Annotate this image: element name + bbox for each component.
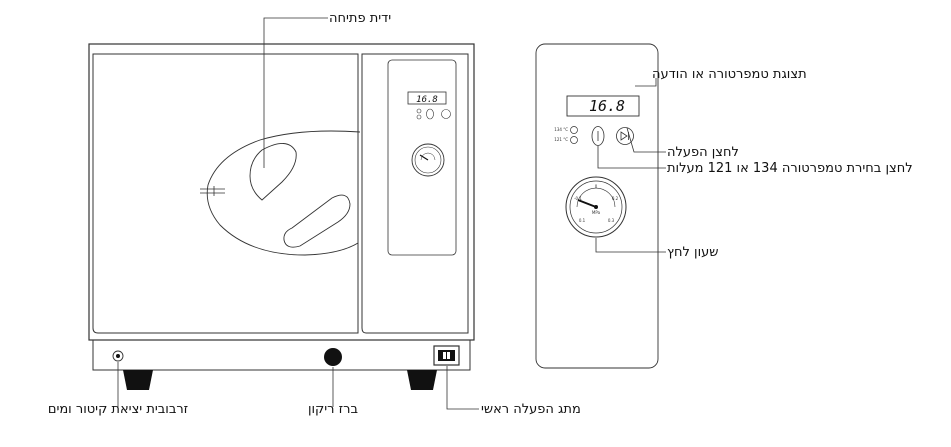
autoclave-base <box>92 339 471 371</box>
control-panel-inner <box>387 59 457 256</box>
temperature-display <box>566 95 640 117</box>
temperature-select-button[interactable] <box>591 126 605 146</box>
control-panel-detail: 16.8 134 °C 121 °C 0 -0.1 0.1 0.2 0.3 MP… <box>535 43 659 369</box>
control-panel-detail-frame <box>535 43 659 369</box>
label-door-handle: ידית פתיחה <box>329 11 391 26</box>
play-icon <box>620 131 628 141</box>
gauge-tick-right-top: 0.2 <box>612 196 619 201</box>
gauge-tick-left-top: -0.1 <box>574 196 582 201</box>
gauge-tick-right-bottom: 0.3 <box>608 218 615 223</box>
steam-outlet-nozzle[interactable] <box>112 350 124 362</box>
label-temperature-select: לחצן בחירת טמפרטורה 134 או 121 מעלות <box>667 161 913 176</box>
temperature-display-value: 16.8 <box>589 97 625 115</box>
main-power-switch[interactable] <box>433 345 460 366</box>
label-pressure-gauge: שעון לחץ <box>667 245 718 260</box>
gauge-tick-top: 0 <box>595 184 598 189</box>
label-drain-valve: ברז ריקון <box>308 402 358 417</box>
small-start-button[interactable] <box>441 109 451 119</box>
label-steam-outlet: זרבובית יציאת קיטור ומים <box>48 402 188 417</box>
gauge-needle <box>577 199 597 208</box>
leader-lines <box>117 17 666 410</box>
drain-valve-knob[interactable] <box>324 348 342 366</box>
small-display <box>407 91 447 105</box>
led-134 <box>570 126 578 134</box>
gauge-tick-left-bottom: 0.1 <box>579 218 586 223</box>
door-panel <box>92 53 359 334</box>
label-start-button: לחצן הפעלה <box>667 145 739 160</box>
autoclave-unit: 16.8 <box>88 43 475 390</box>
pressure-gauge: 0 -0.1 0.1 0.2 0.3 MPa <box>565 176 627 238</box>
autoclave-body <box>88 43 475 341</box>
foot-left <box>123 370 153 390</box>
foot-right <box>407 370 437 390</box>
temp-134-label: 134 °C <box>554 127 568 132</box>
small-display-value: 16.8 <box>416 95 438 105</box>
small-temp-select-button[interactable] <box>426 108 434 120</box>
small-led-134 <box>416 108 422 114</box>
small-pressure-gauge <box>411 143 445 177</box>
small-led-121 <box>416 114 422 120</box>
led-121 <box>570 136 578 144</box>
gauge-unit: MPa <box>592 210 601 215</box>
temp-121-label: 121 °C <box>554 137 568 142</box>
control-panel-frame <box>361 53 469 334</box>
door-handle <box>200 130 361 256</box>
label-display: תצוגת טמפרטורה או הודעה <box>652 67 807 82</box>
label-main-switch: מתג הפעלה ראשי <box>481 402 581 417</box>
